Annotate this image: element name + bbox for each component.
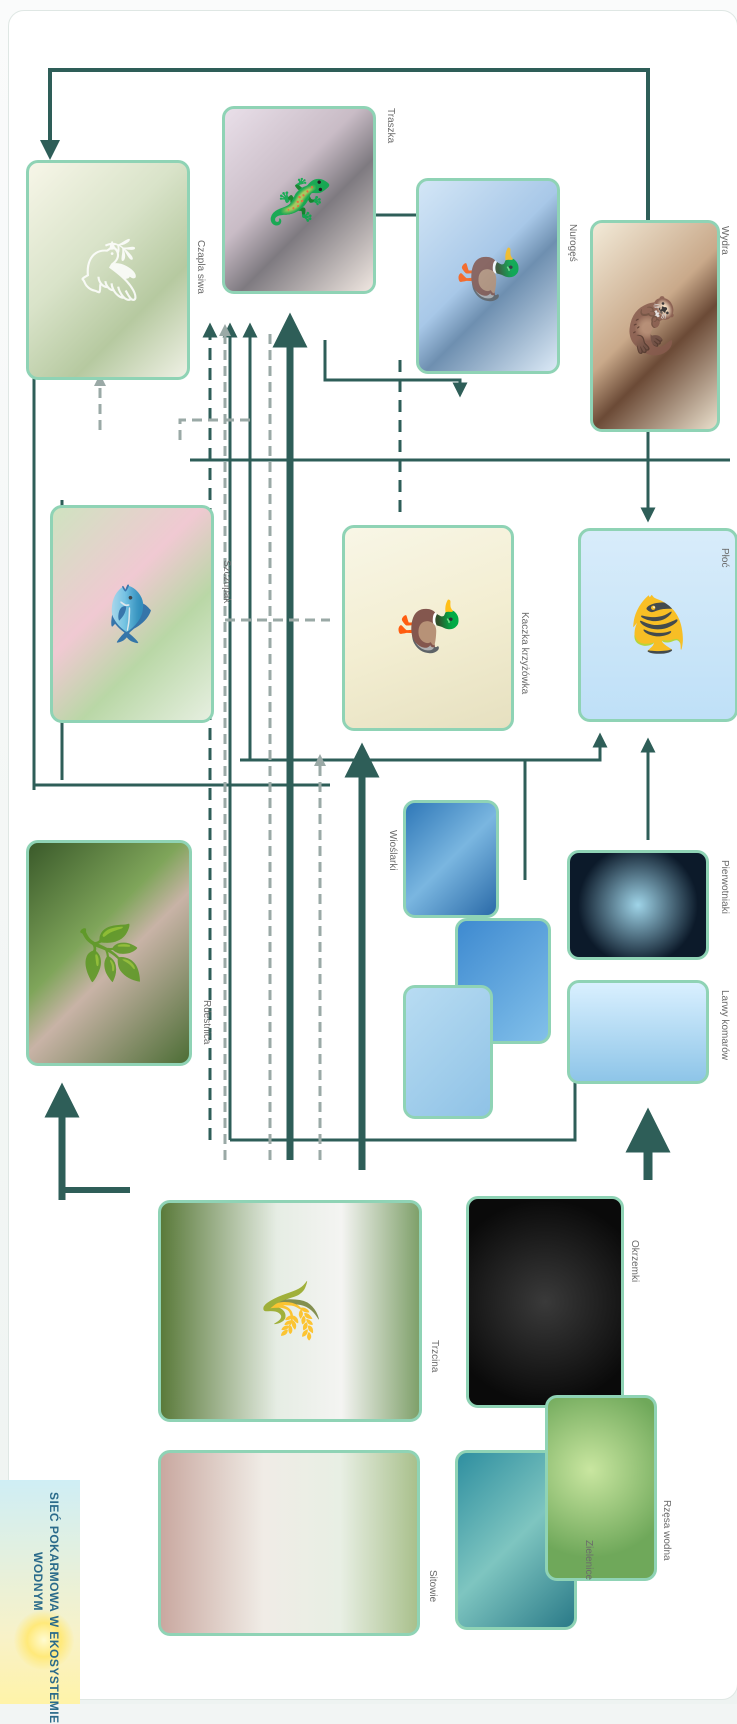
label-ploc: Płoć xyxy=(719,548,730,567)
title-line-1: SIEĆ POKARMOWA W EKOSYSTEMIE xyxy=(46,1492,62,1724)
label-traszka: Traszka xyxy=(385,108,396,143)
photo-nurogess: 🦆 xyxy=(416,178,560,374)
photo-wydra: 🦦 xyxy=(590,220,720,432)
label-wioslarki: Wioślarki xyxy=(387,830,398,871)
label-okrzemki: Okrzemki xyxy=(629,1240,640,1282)
title-line-2: WODNYM xyxy=(30,1492,46,1724)
diagram-title: SIEĆ POKARMOWA W EKOSYSTEMIE WODNYM xyxy=(30,1492,62,1724)
photo-rdestnica: 🌿 xyxy=(26,840,192,1066)
photo-sitowie xyxy=(567,850,709,960)
photo-okrzemki-2 xyxy=(545,1395,657,1581)
label-czapla: Czapla siwa xyxy=(195,240,206,294)
photo-kaczka: 🦆 xyxy=(342,525,514,731)
photo-pierwotniaki-2 xyxy=(403,985,493,1119)
label-wydra: Wydra xyxy=(719,226,730,255)
label-larwy: Larwy komarów xyxy=(719,990,730,1060)
fish-icon: 🐟 xyxy=(101,580,164,647)
photo-ploc: 🐠 xyxy=(578,528,737,722)
label-rzesa: Rzęsa wodna xyxy=(661,1500,672,1561)
label-pierwotniaki: Pierwotniaki xyxy=(719,860,730,914)
photo-czapla: 🕊 xyxy=(26,160,190,380)
photo-szczupak: 🐟 xyxy=(50,505,214,723)
label-sitowie: Sitowie xyxy=(427,1570,438,1602)
duck-icon: 🦆 xyxy=(397,594,460,661)
arrow-cross-3 xyxy=(240,740,600,760)
label-kaczka: Kaczka krzyżówka xyxy=(519,612,530,694)
fish-icon: 🐠 xyxy=(627,591,690,658)
label-szczupak: Szczupak xyxy=(221,560,232,603)
arrow-trzcina-to-rdestnica xyxy=(62,1100,130,1190)
photo-trzcina: 🌾 xyxy=(158,1200,422,1422)
label-zielenice: Zielenice xyxy=(583,1540,594,1580)
arrow-light-4 xyxy=(180,420,250,440)
reed-icon: 🌾 xyxy=(259,1277,322,1344)
bird-icon: 🦆 xyxy=(457,242,520,309)
photo-wioslarki xyxy=(403,800,499,918)
label-trzcina: Trzcina xyxy=(429,1340,440,1372)
photo-larwy xyxy=(567,980,709,1084)
photo-rzesa xyxy=(158,1450,420,1636)
label-nurogess: Nurogęś xyxy=(567,224,578,262)
photo-traszka: 🦎 xyxy=(222,106,376,294)
photo-okrzemki xyxy=(466,1196,624,1408)
leaf-icon: 🌿 xyxy=(78,919,141,986)
bird-icon: 🕊 xyxy=(77,236,140,305)
newt-icon: 🦎 xyxy=(268,166,331,233)
otter-icon: 🦦 xyxy=(624,292,687,359)
label-rdestnica: Rdestnica xyxy=(201,1000,212,1044)
